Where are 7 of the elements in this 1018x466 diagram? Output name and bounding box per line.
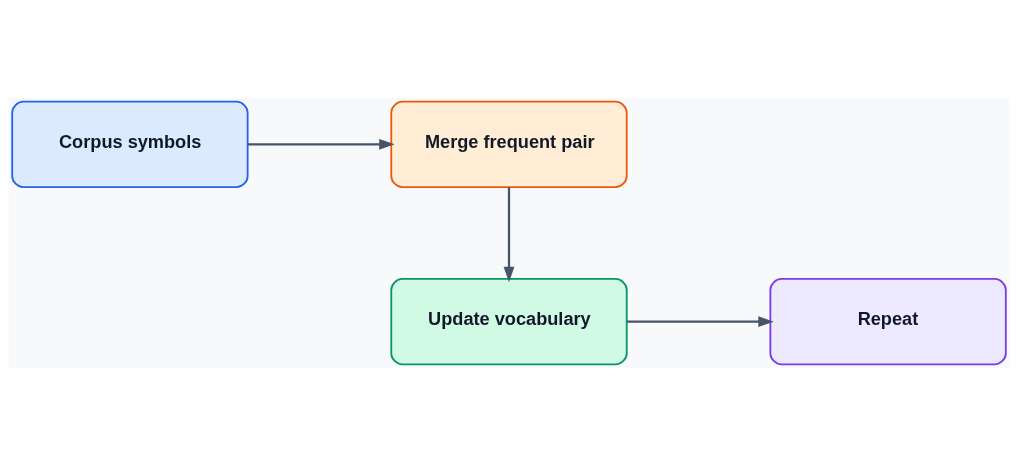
arrow [627, 316, 774, 328]
node-box: Update vocabulary [390, 278, 628, 366]
node-box: Repeat [769, 278, 1007, 366]
arrow [248, 138, 395, 150]
arrow [503, 187, 515, 283]
node-box: Corpus symbols [11, 100, 249, 188]
node-box: Merge frequent pair [390, 100, 628, 188]
